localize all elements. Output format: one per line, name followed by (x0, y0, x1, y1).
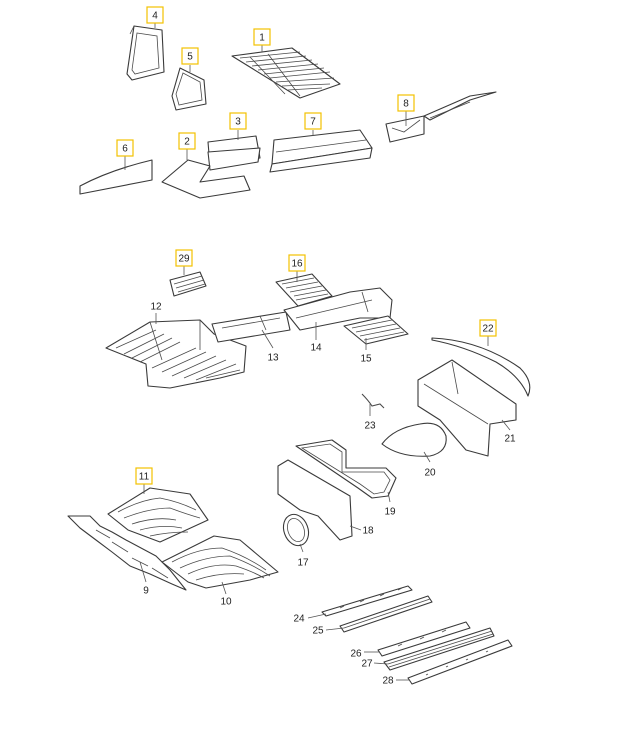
part-29-vent-grille (169, 271, 207, 297)
callout-label-18: 18 (362, 526, 374, 537)
callout-label-7: 7 (310, 117, 316, 128)
callout-label-28: 28 (382, 676, 394, 687)
part-12-front-floor-mat (105, 319, 247, 389)
callout-label-22: 22 (482, 324, 494, 335)
part-25-sill-strip-b (339, 595, 433, 633)
part-7-long-trim-panel (269, 129, 373, 173)
part-26-sill-strip-c (377, 621, 471, 657)
callout-label-16: 16 (291, 259, 303, 270)
part-17-grommet-seal (282, 513, 310, 547)
callout-box-11 (135, 467, 153, 485)
part-23-clip (361, 393, 385, 409)
callout-label-8: 8 (403, 99, 409, 110)
callout-label-19: 19 (384, 507, 396, 518)
part-6-wedge-trim-panel (79, 159, 153, 195)
callout-label-20: 20 (424, 468, 436, 479)
callout-label-29: 29 (178, 254, 190, 265)
callout-box-3 (229, 112, 247, 130)
callout-label-12: 12 (150, 302, 162, 313)
callout-box-1 (253, 28, 271, 46)
callout-label-1: 1 (259, 33, 265, 44)
callout-label-3: 3 (235, 117, 241, 128)
callout-label-23: 23 (364, 421, 376, 432)
callout-label-2: 2 (184, 137, 190, 148)
part-14-tunnel-cover-rear (283, 287, 393, 331)
part-20-wheel-arch-cover (381, 422, 447, 457)
callout-label-9: 9 (143, 586, 149, 597)
callout-label-26: 26 (350, 649, 362, 660)
callout-label-6: 6 (122, 144, 128, 155)
callout-box-8 (397, 94, 415, 112)
part-22-trunk-lid-trim (431, 337, 531, 397)
callout-box-6 (116, 139, 134, 157)
callout-label-24: 24 (293, 614, 305, 625)
part-28-sill-strip-e (407, 639, 513, 685)
callout-label-14: 14 (310, 343, 322, 354)
callout-label-27: 27 (361, 659, 373, 670)
part-1-rear-floor-mat (231, 47, 341, 99)
part-16-rear-foot-mat-left (275, 273, 333, 307)
part-9-sound-insulation-floor (67, 515, 187, 591)
callout-box-22 (479, 319, 497, 337)
part-15-rear-foot-mat-right (343, 315, 409, 345)
callout-box-7 (304, 112, 322, 130)
callout-label-15: 15 (360, 354, 372, 365)
part-3-upper-trim-pad (207, 135, 261, 171)
part-2-side-trim-left (161, 159, 251, 199)
callout-box-2 (178, 132, 196, 150)
part-5-small-window-seal (171, 67, 207, 111)
callout-label-4: 4 (152, 11, 158, 22)
callout-box-16 (288, 254, 306, 272)
callout-box-29 (175, 249, 193, 267)
part-21-rear-trunk-liner (417, 359, 517, 457)
callout-label-11: 11 (139, 472, 150, 483)
callout-layer: 1234567891011121314151617181920212223242… (116, 6, 516, 687)
part-27-sill-strip-d (383, 627, 495, 671)
part-8-shelf-panel (385, 91, 497, 143)
callout-box-4 (146, 6, 164, 24)
part-19-firewall-seal (295, 439, 397, 499)
part-13-tunnel-cover-front (211, 311, 291, 343)
callout-label-5: 5 (187, 52, 193, 63)
callout-label-25: 25 (312, 626, 324, 637)
part-18-firewall-pad (277, 459, 353, 541)
leader-lines (124, 23, 511, 681)
callout-box-5 (181, 47, 199, 65)
callout-label-17: 17 (297, 558, 309, 569)
part-11-rear-floor-insulation (107, 487, 209, 543)
callout-label-13: 13 (267, 353, 279, 364)
callout-label-21: 21 (504, 434, 516, 445)
callout-label-10: 10 (220, 597, 232, 608)
part-4-quarter-window-seal (126, 25, 165, 81)
part-10-front-floor-insulation (161, 535, 279, 589)
